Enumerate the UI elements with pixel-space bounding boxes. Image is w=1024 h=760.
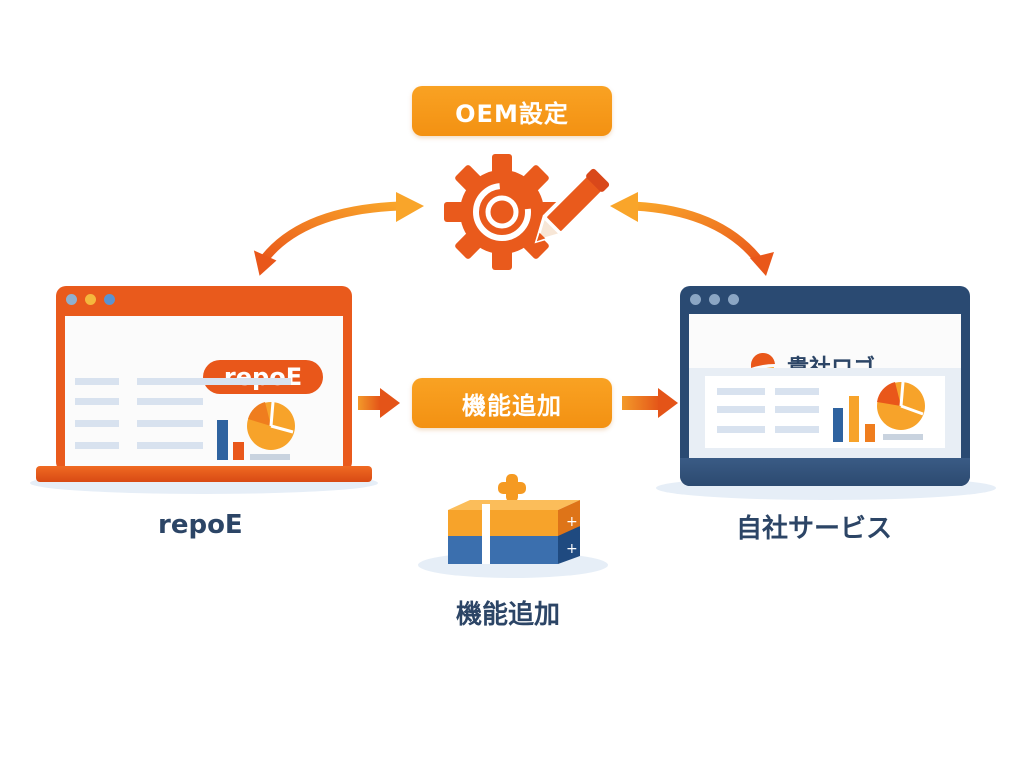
text-line: [137, 420, 203, 427]
svg-text:+: +: [566, 541, 578, 557]
text-line: [75, 378, 119, 385]
straight-arrow-feature-to-right: [622, 388, 678, 418]
text-line: [137, 442, 203, 449]
own-service-screen: 貴社ロゴ: [689, 314, 961, 458]
own-service-laptop-base: [680, 458, 970, 486]
text-line: [75, 420, 119, 427]
window-dot-1: [690, 294, 701, 305]
oem-settings-label: OEM設定: [455, 99, 569, 128]
svg-text:+: +: [566, 514, 578, 530]
content-card: [705, 376, 945, 448]
window-dot-2: [85, 294, 96, 305]
window-dot-3: [104, 294, 115, 305]
repoe-logo: repoE: [203, 360, 323, 394]
text-line: [775, 388, 819, 395]
text-line: [775, 406, 819, 413]
oem-settings-badge: OEM設定: [412, 86, 612, 136]
text-line: [717, 406, 765, 413]
repoe-caption: repoE: [158, 510, 243, 540]
gear-pencil-icon: [444, 154, 612, 270]
window-controls: [690, 294, 739, 305]
curved-arrow-right: [610, 192, 774, 276]
stacked-boxes-plus-icon: + +: [448, 474, 580, 564]
chart-icon: [833, 381, 925, 442]
feature-addition-caption: 機能追加: [456, 600, 561, 630]
window-controls: [66, 294, 115, 305]
feature-addition-label: 機能追加: [462, 391, 562, 420]
repoe-screen: repoE: [65, 316, 343, 472]
text-line: [717, 388, 765, 395]
own-service-laptop: 貴社ロゴ: [680, 286, 970, 486]
window-dot-2: [709, 294, 720, 305]
text-line: [75, 442, 119, 449]
text-line: [137, 398, 203, 405]
text-line: [137, 378, 291, 385]
repoe-laptop: repoE: [56, 286, 352, 472]
window-dot-1: [66, 294, 77, 305]
chart-icon: [217, 401, 295, 460]
feature-addition-badge: 機能追加: [412, 378, 612, 428]
window-dot-3: [728, 294, 739, 305]
own-service-caption: 自社サービス: [736, 514, 893, 544]
text-line: [75, 398, 119, 405]
straight-arrow-left-to-feature: [358, 388, 400, 418]
repoe-logo-text: repoE: [223, 363, 303, 391]
repoe-laptop-base: [36, 466, 372, 482]
text-line: [775, 426, 819, 433]
text-line: [717, 426, 765, 433]
